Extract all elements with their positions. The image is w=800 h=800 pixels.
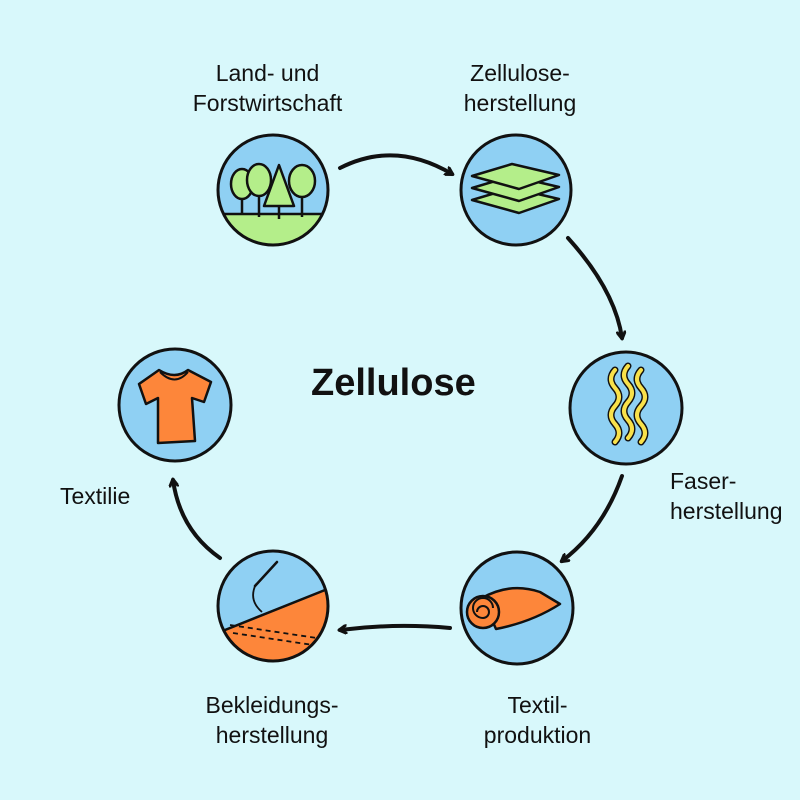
arrow-textile-to-clothing (340, 623, 452, 630)
forest-icon (216, 133, 330, 247)
tshirt-icon (117, 347, 233, 463)
label-textile: Textilie (60, 483, 131, 509)
label-textile-production: Textil- produktion (483, 692, 592, 748)
label-clothing-production: Bekleidungs- herstellung (205, 692, 339, 748)
sewing-icon (216, 549, 330, 663)
arrow-forest-to-cellulose (338, 153, 452, 174)
arrow-cellulose-to-fiber (566, 236, 622, 338)
fabric-roll-icon (459, 550, 575, 666)
label-cellulose-production: Zellulose- herstellung (463, 60, 577, 116)
label-fiber-production: Faser- herstellung (670, 468, 783, 524)
cellulose-sheets-icon (459, 133, 573, 247)
page-title: Zellulose (311, 362, 476, 404)
arrow-clothing-to-tshirt (173, 480, 222, 560)
fibers-icon (568, 350, 684, 466)
cycle-arrows (173, 153, 624, 630)
label-land-forestry: Land- und Forstwirtschaft (192, 60, 343, 116)
arrow-fiber-to-textile (562, 474, 624, 561)
